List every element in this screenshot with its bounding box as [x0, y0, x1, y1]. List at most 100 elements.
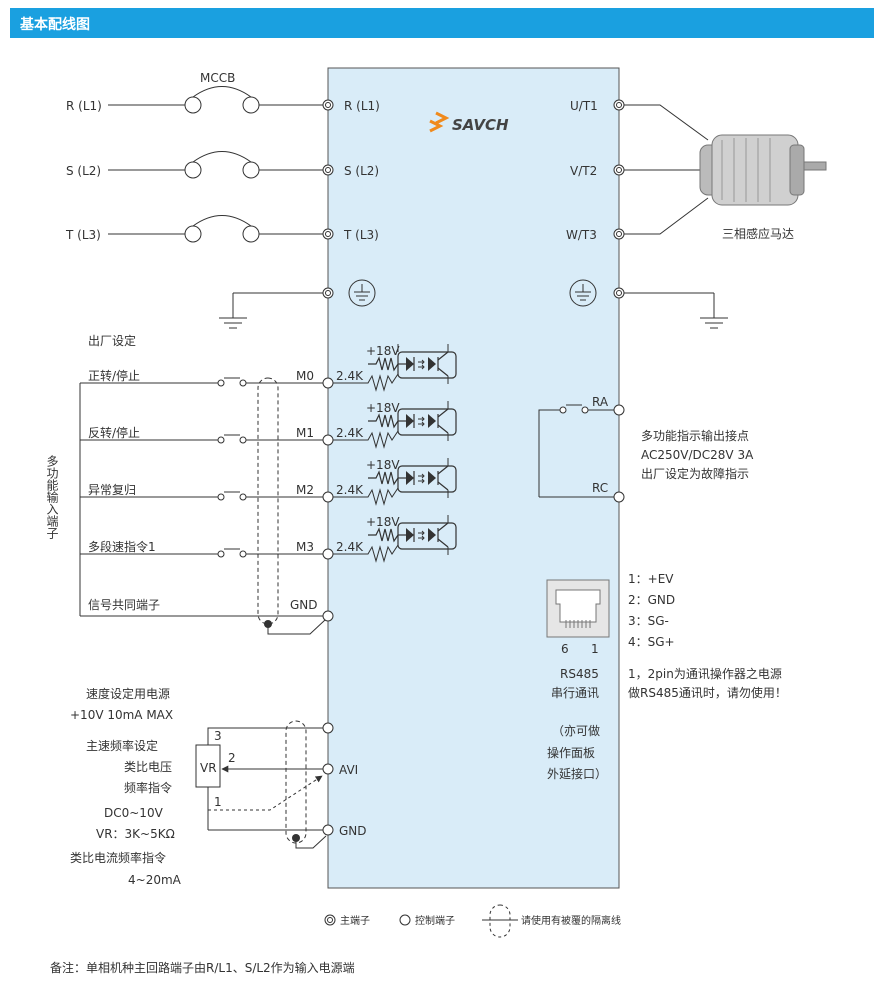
analog-terminal-gnd	[322, 824, 334, 836]
rs485-pin6: 6	[561, 642, 569, 656]
rs485-pin-legend-4: 4：SG+	[628, 635, 675, 649]
digital-input-label-m2: 异常复归	[88, 483, 136, 497]
terminal-u: U/T1	[570, 99, 598, 113]
rs485-title-2: 串行通讯	[551, 686, 599, 700]
shield-digital	[257, 377, 279, 625]
rs485-note-2: 做RS485通讯时，请勿使用！	[628, 685, 787, 700]
main-terminals-left	[322, 99, 334, 299]
vr-pin-1: 1	[214, 795, 222, 809]
legend: 主端子 控制端子 请使用有被覆的隔离线	[324, 904, 621, 938]
resistor-label-1: 2.4K	[336, 369, 364, 383]
input-line-r: R (L1)	[66, 86, 323, 114]
digital-input-label-m0: 正转/停止	[88, 368, 140, 383]
input-label-s: S (L2)	[66, 164, 101, 178]
analog-range: DC0~10V	[104, 806, 164, 820]
ground-right	[624, 292, 728, 329]
rs485-note-1: 1，2pin为通讯操作器之电源	[628, 666, 782, 681]
output-wires	[624, 104, 709, 235]
resistor-label-3: 2.4K	[336, 483, 364, 497]
digital-input-m0: 正转/停止 M0	[80, 368, 334, 389]
brand-logo: SAVCH	[429, 111, 509, 134]
relay-output	[538, 404, 625, 503]
vr-label: VR	[200, 761, 217, 775]
digital-input-m3: 多段速指令1 M3	[80, 539, 334, 560]
common-gnd-line: 信号共同端子 GND	[80, 598, 334, 635]
analog-power-1: 速度设定用电源	[86, 686, 170, 701]
terminal-m3: M3	[296, 540, 314, 554]
terminal-analog-gnd: GND	[339, 824, 367, 838]
terminal-m1: M1	[296, 426, 314, 440]
factory-setting-label: 出厂设定	[88, 333, 136, 348]
rs485-panel-2: 操作面板	[547, 745, 595, 760]
digital-input-label-m3: 多段速指令1	[88, 539, 156, 554]
ground-left	[219, 292, 323, 329]
analog-terminal-avi	[322, 763, 334, 775]
mccb-label: MCCB	[200, 71, 235, 85]
terminal-gnd: GND	[290, 598, 318, 612]
main-terminals-right	[613, 99, 625, 299]
rs485-port-icon	[546, 579, 610, 638]
input-line-s: S (L2)	[66, 151, 323, 179]
rs485-panel-1: （亦可做	[552, 723, 600, 738]
rs485-pin-legend-3: 3：SG-	[628, 614, 669, 628]
rs485-panel-3: 外延接口）	[547, 766, 607, 781]
rs485-pin-legend-1: 1：+EV	[628, 572, 674, 586]
motor-icon	[699, 134, 827, 206]
vr-pin-2: 2	[228, 751, 236, 765]
analog-power-2: +10V 10mA MAX	[70, 708, 173, 722]
header-bar: 基本配线图	[10, 8, 874, 38]
common-label: 信号共同端子	[88, 598, 160, 612]
ground-symbol-left-icon	[348, 279, 376, 307]
input-line-t: T (L3)	[65, 215, 323, 243]
digital-input-m1: 反转/停止 M1	[80, 425, 334, 446]
terminal-ra: RA	[592, 395, 609, 409]
opto-voltage-3: +18V	[366, 458, 400, 472]
terminal-s: S (L2)	[344, 164, 379, 178]
digital-input-m2: 异常复归 M2	[80, 483, 334, 503]
analog-freq-3: 频率指令	[124, 780, 172, 795]
relay-desc-2: AC250V/DC28V 3A	[641, 448, 754, 462]
opto-voltage-2: +18V	[366, 401, 400, 415]
resistor-label-4: 2.4K	[336, 540, 364, 554]
analog-terminal-10v	[322, 722, 334, 734]
terminal-r: R (L1)	[344, 99, 380, 113]
terminal-t: T (L3)	[343, 228, 379, 242]
opto-voltage-4: +18V	[366, 515, 400, 529]
header-title: 基本配线图	[20, 17, 90, 33]
terminal-avi: AVI	[339, 763, 358, 777]
digital-input-label-m1: 反转/停止	[88, 425, 140, 440]
shield-analog	[285, 720, 307, 844]
analog-freq-2: 类比电压	[124, 760, 172, 774]
terminal-rc: RC	[592, 481, 608, 495]
vr-pin-3: 3	[214, 729, 222, 743]
terminal-w: W/T3	[566, 228, 597, 242]
input-label-r: R (L1)	[66, 99, 102, 113]
relay-desc-3: 出厂设定为故障指示	[641, 466, 749, 481]
legend-shield: 请使用有被覆的隔离线	[521, 914, 621, 927]
legend-main: 主端子	[340, 914, 370, 927]
terminal-v: V/T2	[570, 164, 597, 178]
brand-text: SAVCH	[452, 116, 509, 134]
resistor-label-2: 2.4K	[336, 426, 364, 440]
rs485-pin1: 1	[591, 642, 599, 656]
analog-current-2: 4~20mA	[128, 873, 182, 887]
analog-gnd-dot	[292, 834, 300, 842]
rs485-title-1: RS485	[560, 667, 599, 681]
rs485-pin-legend-2: 2：GND	[628, 593, 675, 607]
analog-vr-range: VR：3K~5KΩ	[96, 827, 175, 841]
ground-symbol-right-icon	[569, 279, 597, 307]
relay-desc-1: 多功能指示输出接点	[641, 428, 749, 443]
opto-block	[333, 344, 457, 563]
terminal-m2: M2	[296, 483, 314, 497]
motor-label: 三相感应马达	[722, 226, 794, 241]
multi-input-vertical-label: 多功能输入端子	[45, 455, 59, 539]
legend-control: 控制端子	[415, 914, 455, 927]
footer-note: 备注：单相机种主回路端子由R/L1、S/L2作为输入电源端	[50, 960, 355, 975]
terminal-m0: M0	[296, 369, 314, 383]
analog-wiring	[195, 727, 327, 849]
opto-voltage-1: +18V	[366, 344, 400, 358]
analog-freq-1: 主速频率设定	[86, 738, 158, 753]
input-label-t: T (L3)	[65, 228, 101, 242]
analog-current-1: 类比电流频率指令	[70, 850, 166, 865]
